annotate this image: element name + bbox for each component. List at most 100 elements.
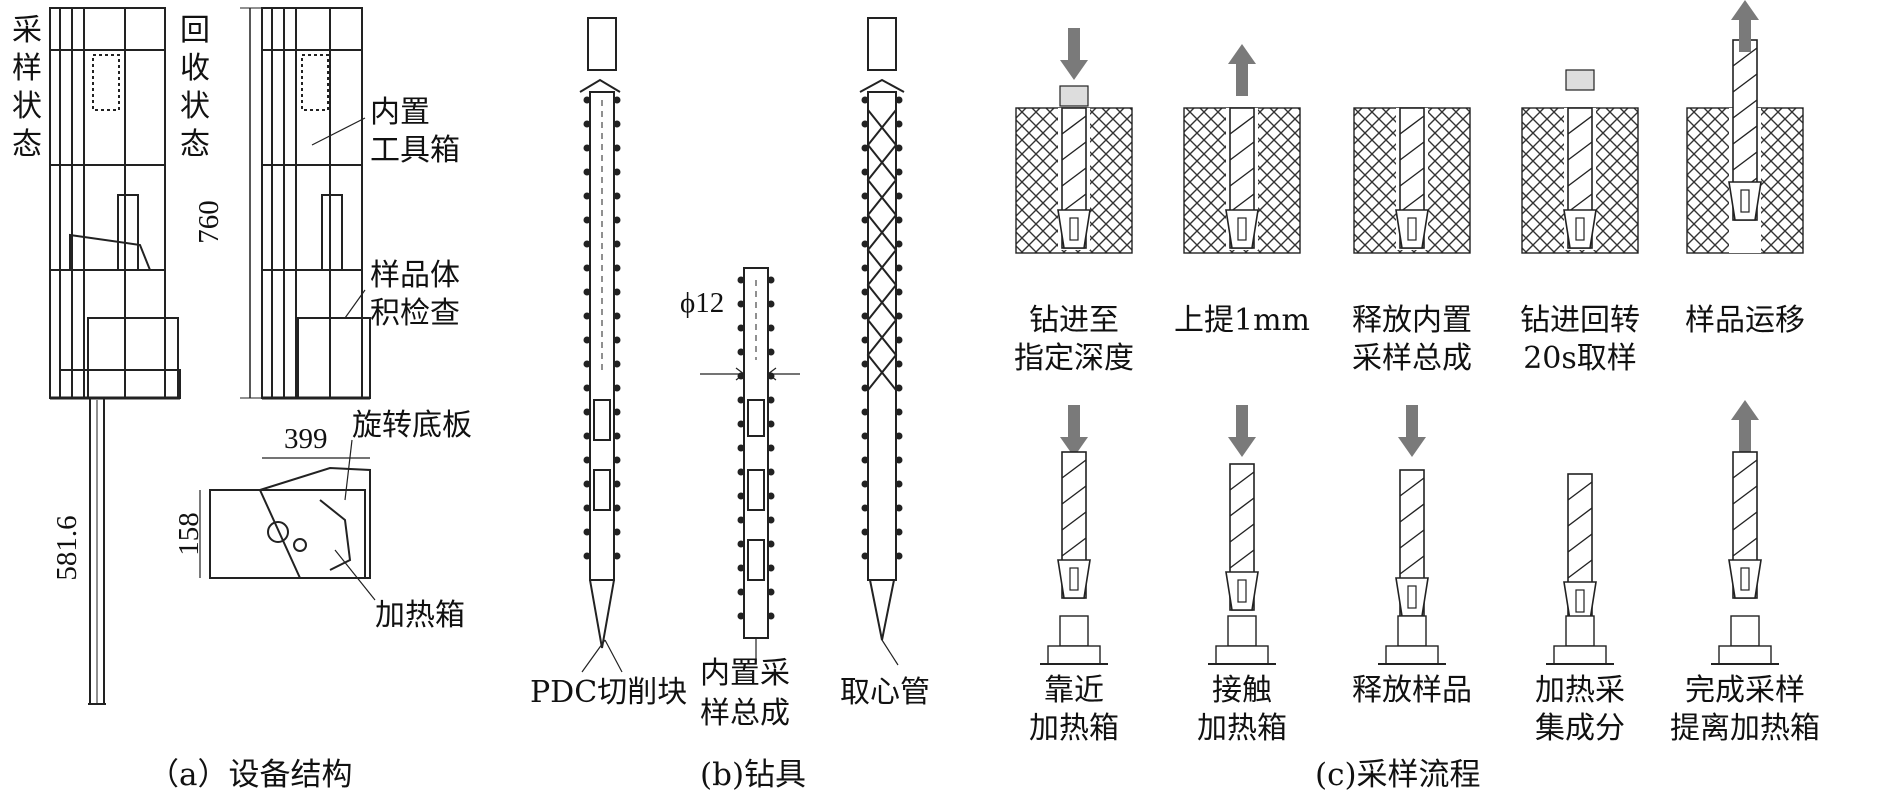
cutter-tooth xyxy=(895,384,903,392)
arrow-up-icon xyxy=(1731,400,1759,452)
dimension-width-label: 399 xyxy=(284,423,328,455)
cutter-tooth xyxy=(613,360,621,368)
core-tube-label: 取心管 xyxy=(840,675,930,710)
cutter-tooth xyxy=(737,372,745,380)
heater-box-icon xyxy=(1546,615,1614,665)
cutter-tooth xyxy=(767,516,775,524)
process-step-top-2: 上提1mm xyxy=(1174,44,1310,338)
recovery-state-label-2: 收 xyxy=(180,51,210,86)
cutter-tooth xyxy=(767,276,775,284)
cutter-tooth xyxy=(861,336,869,344)
cutter-tooth xyxy=(737,300,745,308)
pdc-cutter-teeth xyxy=(583,96,621,560)
cutter-tooth xyxy=(767,564,775,572)
volume-check-label-line2: 积检查 xyxy=(370,296,460,331)
cutter-tooth xyxy=(737,468,745,476)
cutter-tooth xyxy=(895,192,903,200)
pdc-cutter-label: PDC切削块 xyxy=(530,675,687,710)
cutter-tooth xyxy=(767,444,775,452)
cutter-tooth xyxy=(767,588,775,596)
drive-head-icon xyxy=(1059,85,1089,107)
diameter-label: ϕ12 xyxy=(680,287,724,319)
cutter-tooth xyxy=(861,288,869,296)
cutter-tooth xyxy=(767,348,775,356)
cutter-tooth xyxy=(895,408,903,416)
cutter-tooth xyxy=(737,348,745,356)
cutter-tooth xyxy=(767,468,775,476)
cutter-tooth xyxy=(737,540,745,548)
cutter-tooth xyxy=(613,144,621,152)
step-top-1-label-2: 指定深度 xyxy=(1014,341,1134,376)
volume-check-label-line1: 样品体 xyxy=(370,258,460,293)
step-bottom-4-label-1: 加热采 xyxy=(1535,673,1625,708)
recovery-state-machine xyxy=(240,7,371,400)
cutter-tooth xyxy=(737,612,745,620)
inner-assembly-label-line1: 内置采 xyxy=(700,656,790,691)
inner-assembly-label-line2: 样总成 xyxy=(700,696,790,731)
dimension-height-label: 760 xyxy=(193,200,225,244)
cutter-tooth xyxy=(583,432,591,440)
step-top-3-label-1: 释放内置 xyxy=(1352,303,1472,338)
cutter-tooth xyxy=(895,288,903,296)
recovery-state-label-3: 状 xyxy=(180,89,210,124)
cutter-tooth xyxy=(583,264,591,272)
cutter-tooth xyxy=(737,564,745,572)
cutter-tooth xyxy=(767,396,775,404)
arrow-up-icon xyxy=(1228,44,1256,96)
cutter-tooth xyxy=(583,240,591,248)
heater-box-icon xyxy=(1711,615,1779,665)
heater-box-icon xyxy=(1040,615,1108,665)
cutter-tooth xyxy=(861,480,869,488)
cutter-tooth xyxy=(861,96,869,104)
step-bottom-1-label-1: 靠近 xyxy=(1044,673,1104,708)
cutter-tooth xyxy=(737,276,745,284)
arrow-up-icon xyxy=(1731,0,1759,52)
step-top-4-label-1: 钻进回转 xyxy=(1520,303,1640,338)
recovery-state-label-1: 回 xyxy=(180,13,210,48)
cutter-tooth xyxy=(737,420,745,428)
dimension-plate-label: 158 xyxy=(173,512,205,556)
cutter-tooth xyxy=(895,144,903,152)
cutter-tooth xyxy=(895,504,903,512)
process-step-bottom-3: 释放样品 xyxy=(1352,405,1472,708)
core-tube-teeth xyxy=(861,96,903,560)
cutter-tooth xyxy=(861,432,869,440)
cutter-tooth xyxy=(613,456,621,464)
cutter-tooth xyxy=(583,456,591,464)
cutter-tooth xyxy=(895,552,903,560)
cutter-tooth xyxy=(737,324,745,332)
cutter-tooth xyxy=(895,120,903,128)
cutter-tooth xyxy=(895,216,903,224)
step-bottom-5-label-2: 提离加热箱 xyxy=(1670,711,1820,746)
drive-head-icon xyxy=(1565,69,1595,91)
step-top-5-label-1: 样品运移 xyxy=(1685,303,1805,338)
cutter-tooth xyxy=(895,432,903,440)
cutter-tooth xyxy=(767,540,775,548)
cutter-tooth xyxy=(861,264,869,272)
arrow-down-icon xyxy=(1060,28,1088,80)
cutter-tooth xyxy=(861,456,869,464)
cutter-tooth xyxy=(613,264,621,272)
cutter-tooth xyxy=(861,240,869,248)
cutter-tooth xyxy=(861,144,869,152)
sampling-state-label-4: 态 xyxy=(12,127,42,162)
cutter-tooth xyxy=(895,480,903,488)
cutter-tooth xyxy=(583,168,591,176)
panel-b: ϕ12 PDC切削块 内置采 样总成 取心管 (b)钻具 xyxy=(530,17,930,793)
cutter-tooth xyxy=(861,216,869,224)
cutter-tooth xyxy=(613,192,621,200)
cutter-tooth xyxy=(583,552,591,560)
cutter-tooth xyxy=(583,216,591,224)
step-top-2-label-1: 上提1mm xyxy=(1174,303,1310,338)
cutter-tooth xyxy=(861,528,869,536)
cutter-tooth xyxy=(583,528,591,536)
cutter-tooth xyxy=(583,408,591,416)
cutter-tooth xyxy=(861,552,869,560)
cutter-tooth xyxy=(613,480,621,488)
